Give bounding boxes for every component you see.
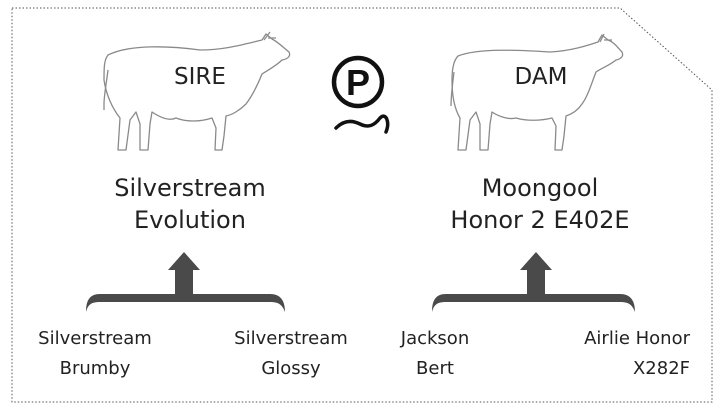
sire-parent-left-line2: Brumby [59,358,131,379]
sire-parent-left: Silverstream Brumby [30,324,160,384]
dam-parent-right-line1: Airlie Honor [584,328,690,349]
dam-name-line1: Moongool [481,174,599,202]
sire-parent-right: Silverstream Glossy [226,324,356,384]
dam-name: Moongool Honor 2 E402E [420,172,660,236]
sire-bracket-arrow [86,252,285,312]
polled-icon: P [331,55,390,134]
dam-label: DAM [514,64,568,90]
sire-parent-right-line2: Glossy [261,358,321,379]
sire-cow-icon [103,31,291,151]
dam-parent-left-line1: Jackson [400,328,470,349]
polled-letter: P [346,62,370,103]
sire-parent-right-line1: Silverstream [234,328,348,349]
dam-parent-left-line2: Bert [416,358,454,379]
dam-parent-right: Airlie Honor X282F [550,324,690,384]
sire-name: Silverstream Evolution [90,172,290,236]
sire-name-line1: Silverstream [114,174,266,202]
dam-parent-right-line2: X282F [632,358,690,379]
sire-name-line2: Evolution [134,206,246,234]
dam-parent-left: Jackson Bert [380,324,490,384]
dam-bracket-arrow [432,252,635,312]
sire-parent-left-line1: Silverstream [38,328,152,349]
dam-name-line2: Honor 2 E402E [450,206,630,234]
dam-cow-icon [450,33,624,151]
sire-label: SIRE [174,64,226,90]
